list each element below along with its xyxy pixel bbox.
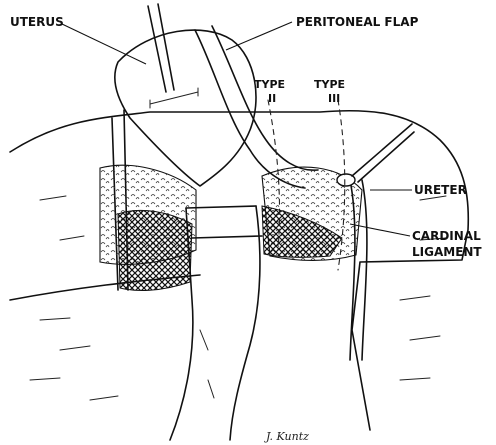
uterus-label: UTERUS xyxy=(10,15,64,29)
peritoneal-flap-label: PERITONEAL FLAP xyxy=(296,15,419,29)
type-iii-numeral: III xyxy=(328,92,340,105)
type-iii-label: TYPE xyxy=(314,78,345,91)
ureter-label: URETER xyxy=(414,183,467,197)
artist-signature: J. Kuntz xyxy=(264,430,309,443)
type-ii-numeral: II xyxy=(268,92,276,105)
ligament-label: LIGAMENT xyxy=(412,245,482,259)
type-ii-label: TYPE xyxy=(254,78,285,91)
cardinal-label: CARDINAL xyxy=(412,229,481,243)
